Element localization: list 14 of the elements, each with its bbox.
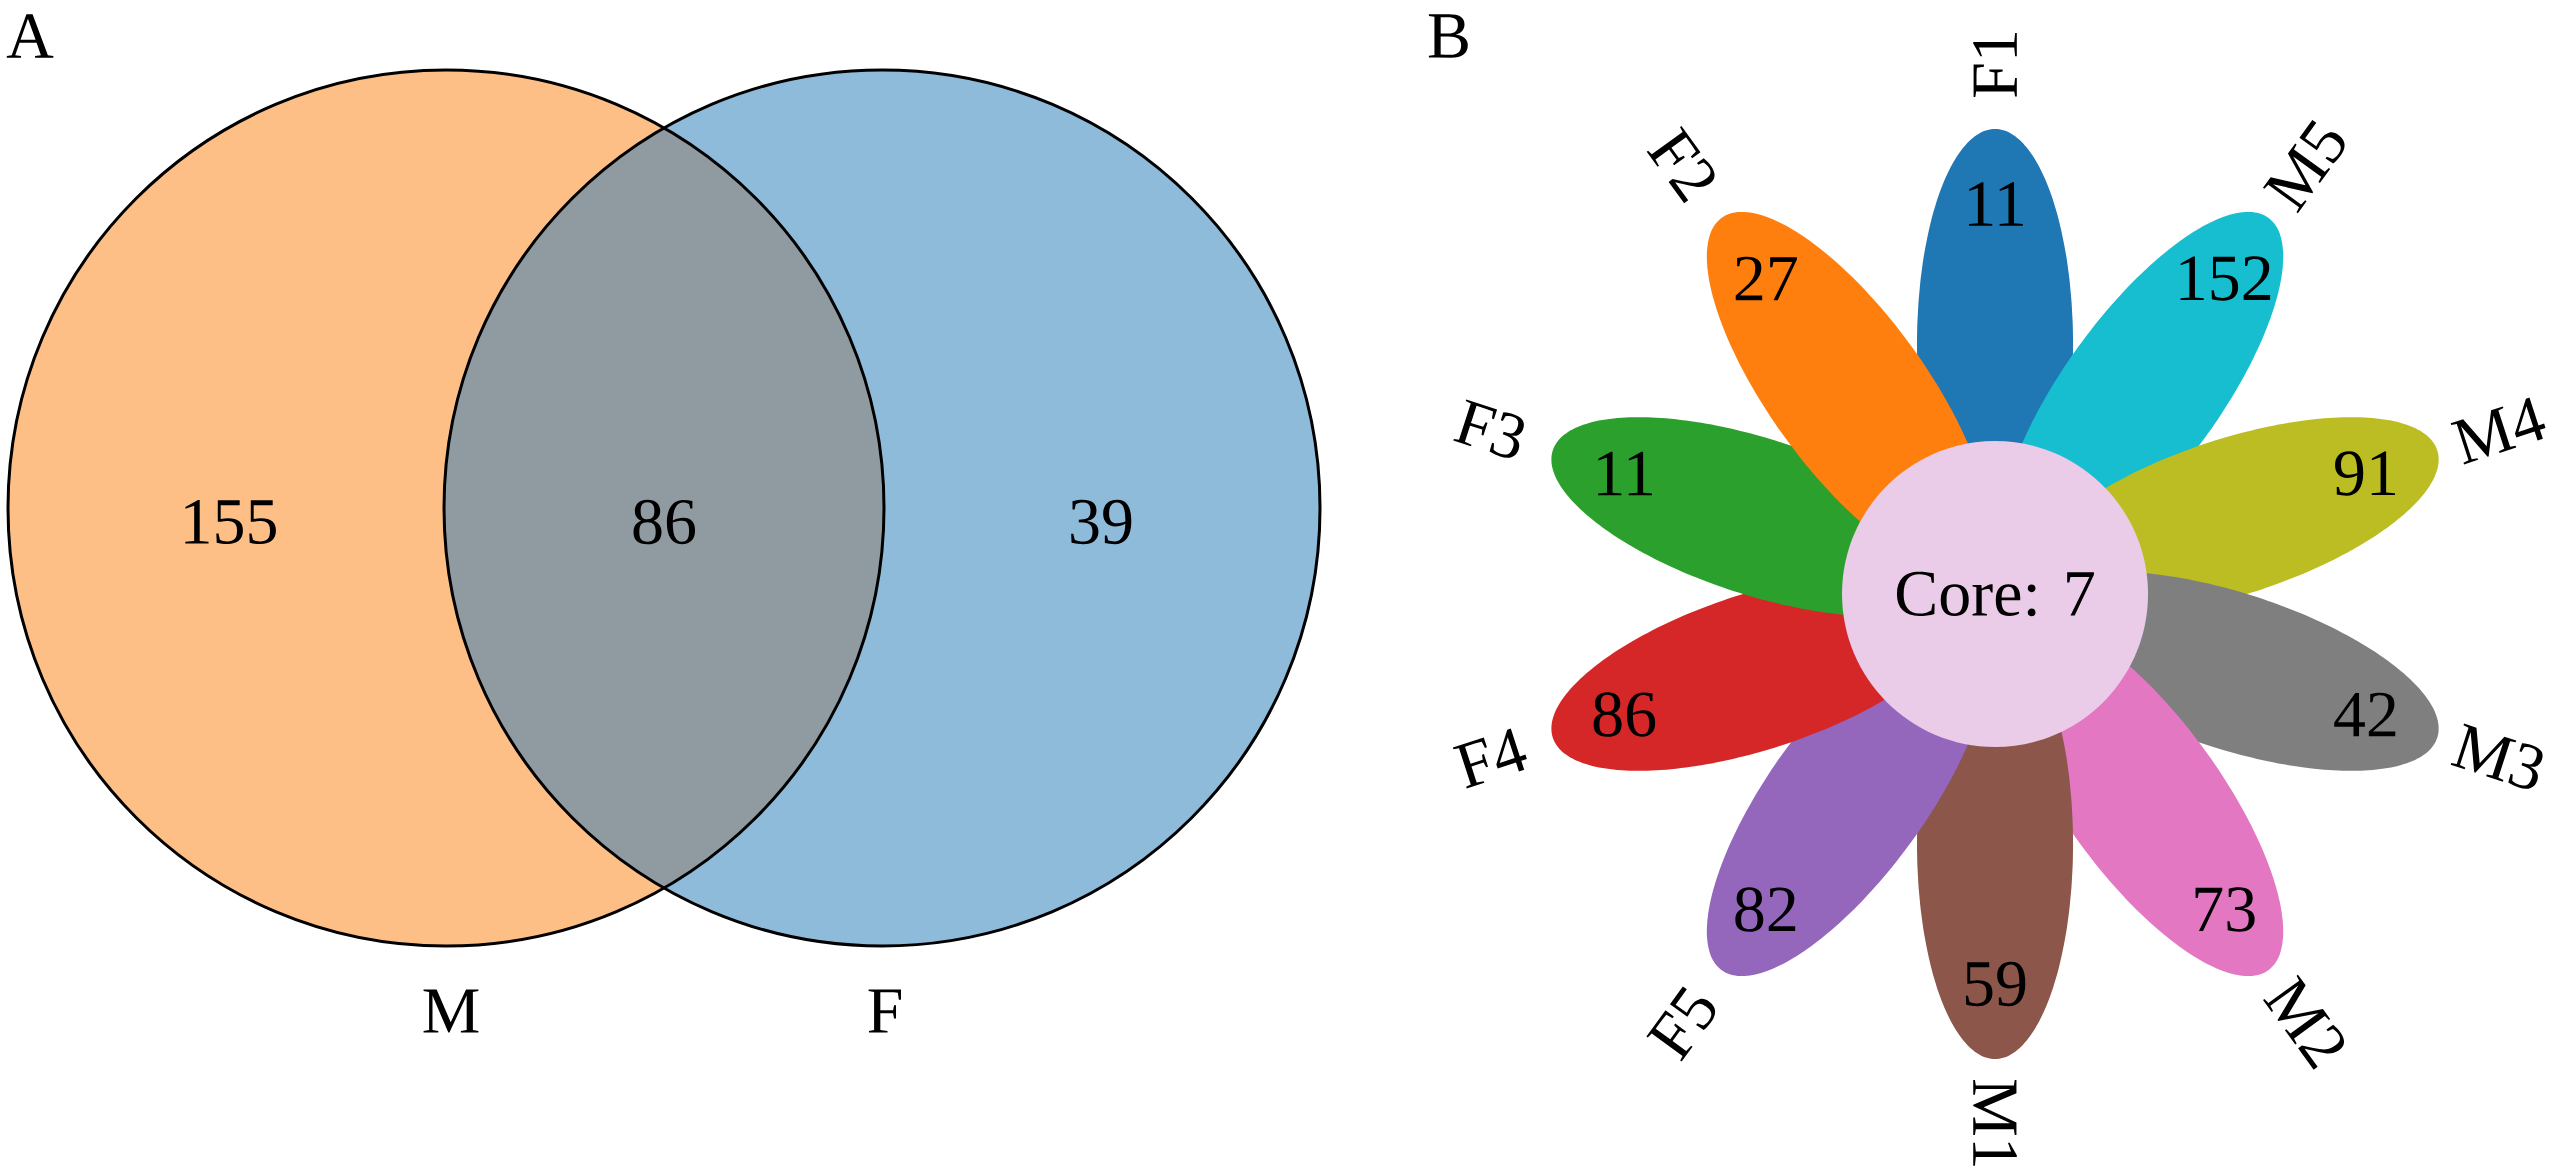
node-label: M5 — [2262, 119, 2345, 214]
node-label: F3 — [1453, 399, 1524, 458]
node-label: M2 — [2263, 974, 2345, 1070]
node-label: M3 — [2450, 723, 2543, 789]
venn-overlap: 86 — [633, 499, 696, 545]
node-label: F4 — [1452, 728, 1527, 789]
node-label: M — [423, 989, 479, 1033]
node-label: F2 — [1646, 125, 1715, 204]
panel-letter: B — [1428, 14, 1468, 58]
node-label: M1 — [1973, 1080, 2017, 1166]
node-label: F5 — [1646, 986, 1716, 1062]
node-label: F — [868, 989, 901, 1033]
node-label: M4 — [2450, 397, 2546, 465]
node-label: F1 — [1973, 33, 2017, 97]
